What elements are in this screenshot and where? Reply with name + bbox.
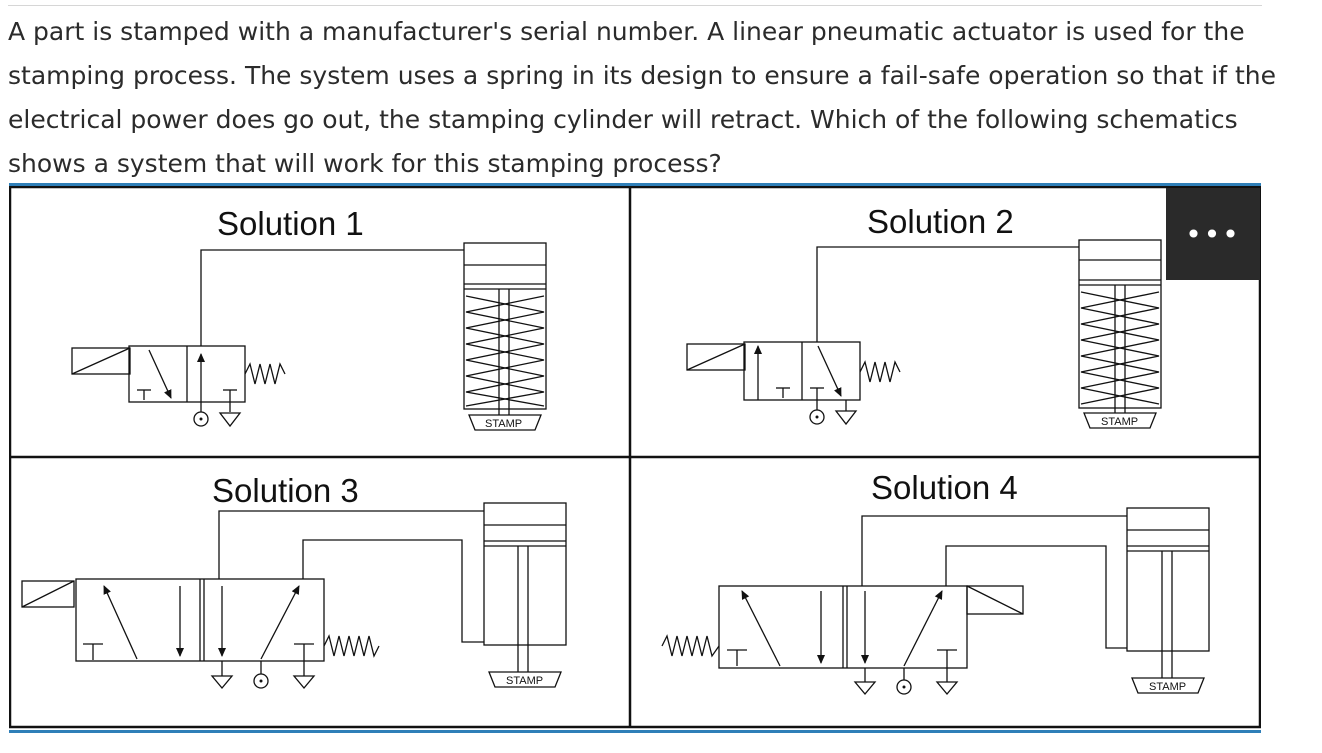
- solution-3-cylinder: STAMP: [483, 502, 567, 688]
- solution-3-spring: [323, 634, 380, 658]
- solution-4-exhaust-2: [935, 681, 959, 696]
- solution-2-panel[interactable]: Solution 2 STAMP: [686, 203, 1162, 429]
- top-divider: [8, 5, 1262, 6]
- solution-4-pressure-source: [896, 679, 912, 695]
- question-text: A part is stamped with a manufacturer's …: [8, 17, 1276, 178]
- solution-1-stamp-label: STAMP: [485, 418, 522, 430]
- solution-3-title: Solution 3: [212, 472, 359, 509]
- solution-4-exhaust-1: [853, 681, 877, 696]
- solution-2-exhaust: [834, 410, 858, 426]
- solution-3-exhaust-1: [210, 675, 234, 690]
- solution-1-solenoid: [71, 347, 131, 375]
- solution-3-pressure-source: [253, 673, 269, 689]
- more-options-icon: •••: [1185, 217, 1241, 251]
- solution-4-solenoid: [966, 585, 1024, 615]
- solution-4-cylinder: STAMP: [1126, 507, 1210, 694]
- schematics-figure: Solution 1: [9, 183, 1261, 733]
- solution-2-pressure-source: [809, 409, 825, 425]
- solution-1-spring: [244, 362, 286, 385]
- schematics-diagram: Solution 1: [9, 186, 1261, 729]
- solution-4-panel[interactable]: Solution 4 STAMP: [661, 469, 1210, 696]
- solution-1-title: Solution 1: [217, 205, 364, 242]
- solution-4-stamp-label: STAMP: [1149, 681, 1186, 693]
- solution-4-title: Solution 4: [871, 469, 1018, 506]
- solution-3-solenoid: [21, 580, 75, 608]
- solution-2-spring: [859, 360, 901, 383]
- solution-2-title: Solution 2: [867, 203, 1014, 240]
- solution-1-exhaust: [218, 412, 242, 428]
- solution-1-panel[interactable]: Solution 1: [71, 205, 547, 431]
- solution-3-panel[interactable]: Solution 3: [21, 472, 567, 690]
- more-options-button[interactable]: •••: [1166, 188, 1260, 280]
- solution-3-stamp-label: STAMP: [506, 675, 543, 687]
- solution-2-solenoid: [686, 343, 746, 371]
- solution-2-stamp-label: STAMP: [1101, 416, 1138, 428]
- solution-1-cylinder: STAMP: [463, 242, 547, 431]
- solution-3-exhaust-2: [292, 675, 316, 690]
- solution-1-pressure-source: [193, 411, 209, 427]
- solution-2-cylinder: STAMP: [1078, 239, 1162, 429]
- solution-4-spring: [661, 634, 720, 658]
